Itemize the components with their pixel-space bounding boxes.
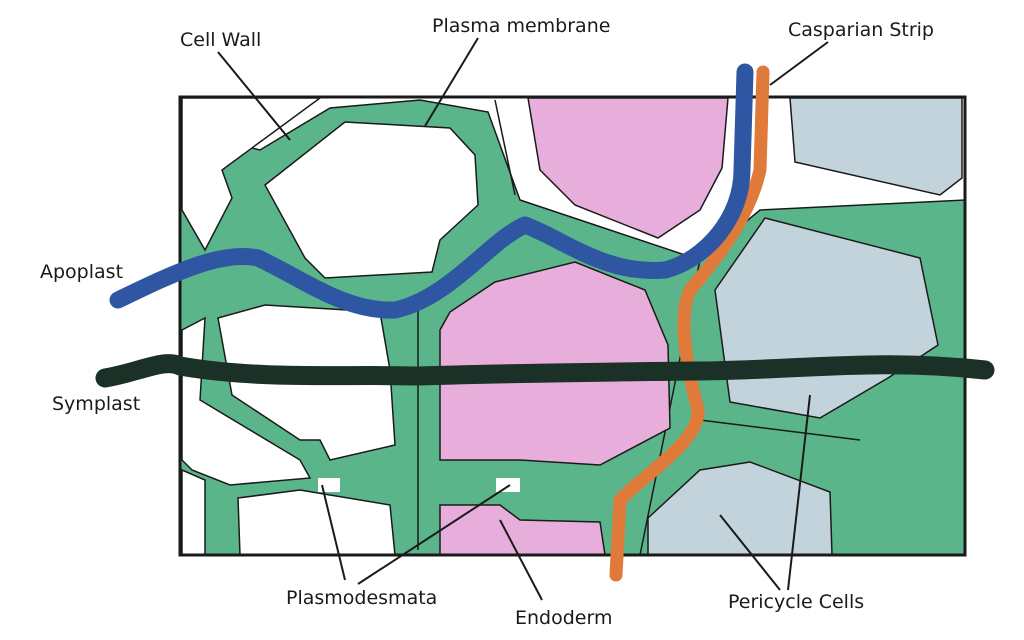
leader-casparian-strip bbox=[769, 41, 829, 86]
leader-pericycle-2 bbox=[787, 394, 811, 591]
cortex-cell-bottom-left bbox=[181, 468, 206, 556]
tissue-frame bbox=[178, 95, 967, 557]
cortex-cell-left-mid bbox=[181, 316, 312, 486]
label-endoderm: Endoderm bbox=[515, 607, 612, 629]
label-casparian-strip: Casparian Strip bbox=[788, 19, 934, 41]
cortex-cell-top bbox=[264, 121, 479, 279]
leader-lines bbox=[217, 37, 829, 601]
boundary-line-3 bbox=[494, 99, 516, 196]
plasmodesma-gap-2 bbox=[496, 478, 520, 492]
cell-boundaries bbox=[417, 99, 861, 550]
label-plasma-membrane: Plasma membrane bbox=[432, 15, 610, 37]
leader-plasma-membrane bbox=[424, 37, 479, 127]
endoderm-cell-top bbox=[527, 97, 729, 239]
plasmodesma-gap-1 bbox=[318, 478, 340, 492]
pericycle-cell-top bbox=[789, 97, 963, 196]
label-apoplast: Apoplast bbox=[40, 261, 123, 283]
apoplast-pathway bbox=[109, 63, 754, 319]
label-pericycle-cells: Pericycle Cells bbox=[728, 591, 864, 613]
leader-endoderm bbox=[499, 519, 543, 601]
leader-pericycle-1 bbox=[719, 514, 781, 591]
boundary-line-2 bbox=[699, 419, 861, 441]
casparian-strip-path bbox=[609, 65, 770, 582]
leader-plasmodesmata-2 bbox=[357, 484, 511, 585]
leader-plasmodesmata-1 bbox=[321, 484, 346, 581]
label-symplast: Symplast bbox=[52, 393, 140, 415]
cortex-cells bbox=[181, 97, 479, 556]
symplast-pathway bbox=[95, 354, 995, 388]
diagram-labels: Cell Wall Plasma membrane Casparian Stri… bbox=[40, 15, 934, 629]
label-plasmodesmata: Plasmodesmata bbox=[286, 587, 437, 609]
label-cell-wall: Cell Wall bbox=[180, 29, 261, 51]
leader-cell-wall bbox=[217, 51, 291, 141]
